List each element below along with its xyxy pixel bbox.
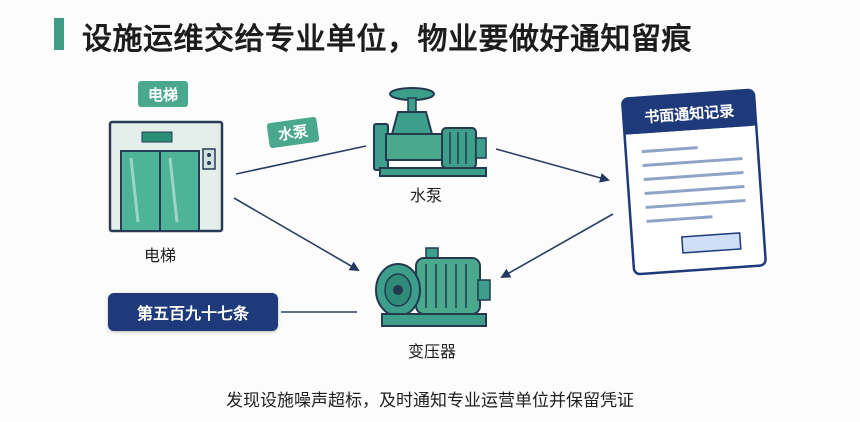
title-accent-bar [54, 18, 64, 50]
elevator-icon [108, 120, 224, 233]
elevator-tag: 电梯 [138, 81, 188, 107]
pump-caption: 水泵 [409, 186, 443, 205]
page-title: 设施运维交给专业单位，物业要做好通知留痕 [82, 22, 692, 57]
arrow-pump-document [495, 148, 610, 183]
arrow-document-transformer [500, 213, 614, 278]
elevator-caption: 电梯 [143, 246, 177, 265]
pump-valve-icon [373, 87, 487, 177]
connector-elevator-pump [235, 145, 367, 175]
transformer-motor-icon [375, 247, 491, 327]
footer-note: 发现设施噪声超标，及时通知专业运营单位并保留凭证 [226, 391, 634, 411]
law-article-tag: 第五百九十七条 [108, 293, 278, 331]
transformer-caption: 变压器 [407, 342, 457, 361]
arrow-elevator-transformer [233, 197, 360, 272]
notice-document: 书面通知记录 [621, 88, 767, 276]
